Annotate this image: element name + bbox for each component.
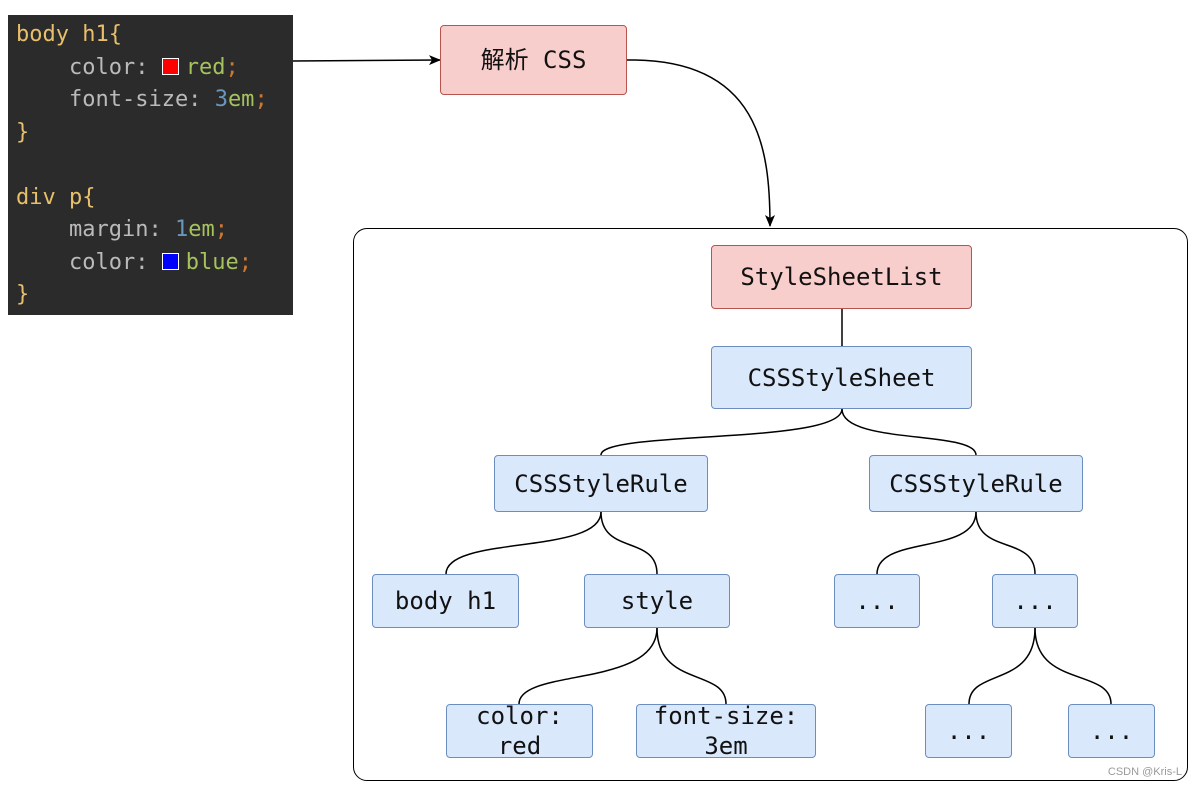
stylesheetlist-node: StyleSheetList <box>711 245 972 309</box>
code-line: color: red; <box>16 52 293 85</box>
code-line: } <box>16 279 293 312</box>
code-token: ; <box>225 54 239 80</box>
cssstylerule-left-node: CSSStyleRule <box>494 455 708 512</box>
font-size-prop-value: 3em <box>704 732 748 760</box>
code-token: color: <box>16 249 162 275</box>
edge-rule-right-to-child-1 <box>876 511 977 575</box>
cssstylerule-right-node: CSSStyleRule <box>869 455 1083 512</box>
css-code-block: body h1{ color: red; font-size: 3em;}div… <box>8 15 293 315</box>
edge-sheet-to-rule-right <box>841 408 977 456</box>
code-token: em <box>227 87 255 112</box>
code-line: margin: 1em; <box>16 214 293 247</box>
code-token: blue <box>185 249 239 275</box>
edge-style-to-color <box>518 627 658 705</box>
code-token: div p <box>16 184 83 210</box>
edge-parse-to-tree <box>626 59 775 227</box>
code-token: margin: <box>16 217 175 242</box>
code-line: color: blue; <box>16 247 293 280</box>
font-size-prop-name: font-size: <box>653 702 799 730</box>
ellipsis-node-1: ... <box>834 574 920 628</box>
code-token: color: <box>16 54 162 80</box>
code-token: } <box>16 282 30 307</box>
color-prop-value: red <box>497 732 542 760</box>
font-size-node: font-size: 3em <box>636 702 816 760</box>
code-token: red <box>185 54 226 80</box>
code-token: font-size: <box>16 87 215 112</box>
edge-sheet-to-rule-left <box>600 408 843 456</box>
ellipsis-node-2: ... <box>992 574 1078 628</box>
selector-node: body h1 <box>372 574 519 628</box>
code-token: 1 <box>174 217 189 242</box>
code-token: 3 <box>214 87 228 112</box>
ellipsis-leaf-1: ... <box>925 704 1012 758</box>
edge-child-2-to-leaf-1 <box>968 627 1036 705</box>
edge-rule-to-selector <box>445 511 602 575</box>
code-token: ; <box>214 217 228 242</box>
color-prop-name: color: <box>476 702 563 730</box>
code-token: ; <box>238 249 252 275</box>
edge-code-to-parse <box>292 55 441 66</box>
code-line: } <box>16 117 293 150</box>
cssom-tree-container <box>353 228 1188 781</box>
code-token: { <box>108 22 122 47</box>
watermark: CSDN @Kris-L <box>1107 766 1182 778</box>
code-token: } <box>16 119 30 145</box>
edge-rule-to-style <box>600 511 658 575</box>
style-node: style <box>584 574 730 628</box>
edge-rule-right-to-child-2 <box>975 511 1036 575</box>
edge-style-to-font-size <box>656 627 727 705</box>
code-token: { <box>82 184 96 210</box>
code-line: font-size: 3em; <box>16 84 293 117</box>
edge-child-2-to-leaf-2 <box>1034 627 1112 705</box>
code-token: em <box>188 217 215 242</box>
code-token: body h1 <box>16 22 109 47</box>
cssstylesheet-node: CSSStyleSheet <box>711 346 972 409</box>
color-red-node: color: red <box>446 702 593 760</box>
code-line: body h1{ <box>16 19 293 52</box>
color-swatch <box>161 57 179 75</box>
code-line: div p{ <box>16 182 293 215</box>
ellipsis-leaf-2: ... <box>1068 704 1155 758</box>
code-token: ; <box>254 87 268 112</box>
color-swatch <box>161 252 179 270</box>
parse-css-node: 解析 CSS <box>440 25 627 95</box>
